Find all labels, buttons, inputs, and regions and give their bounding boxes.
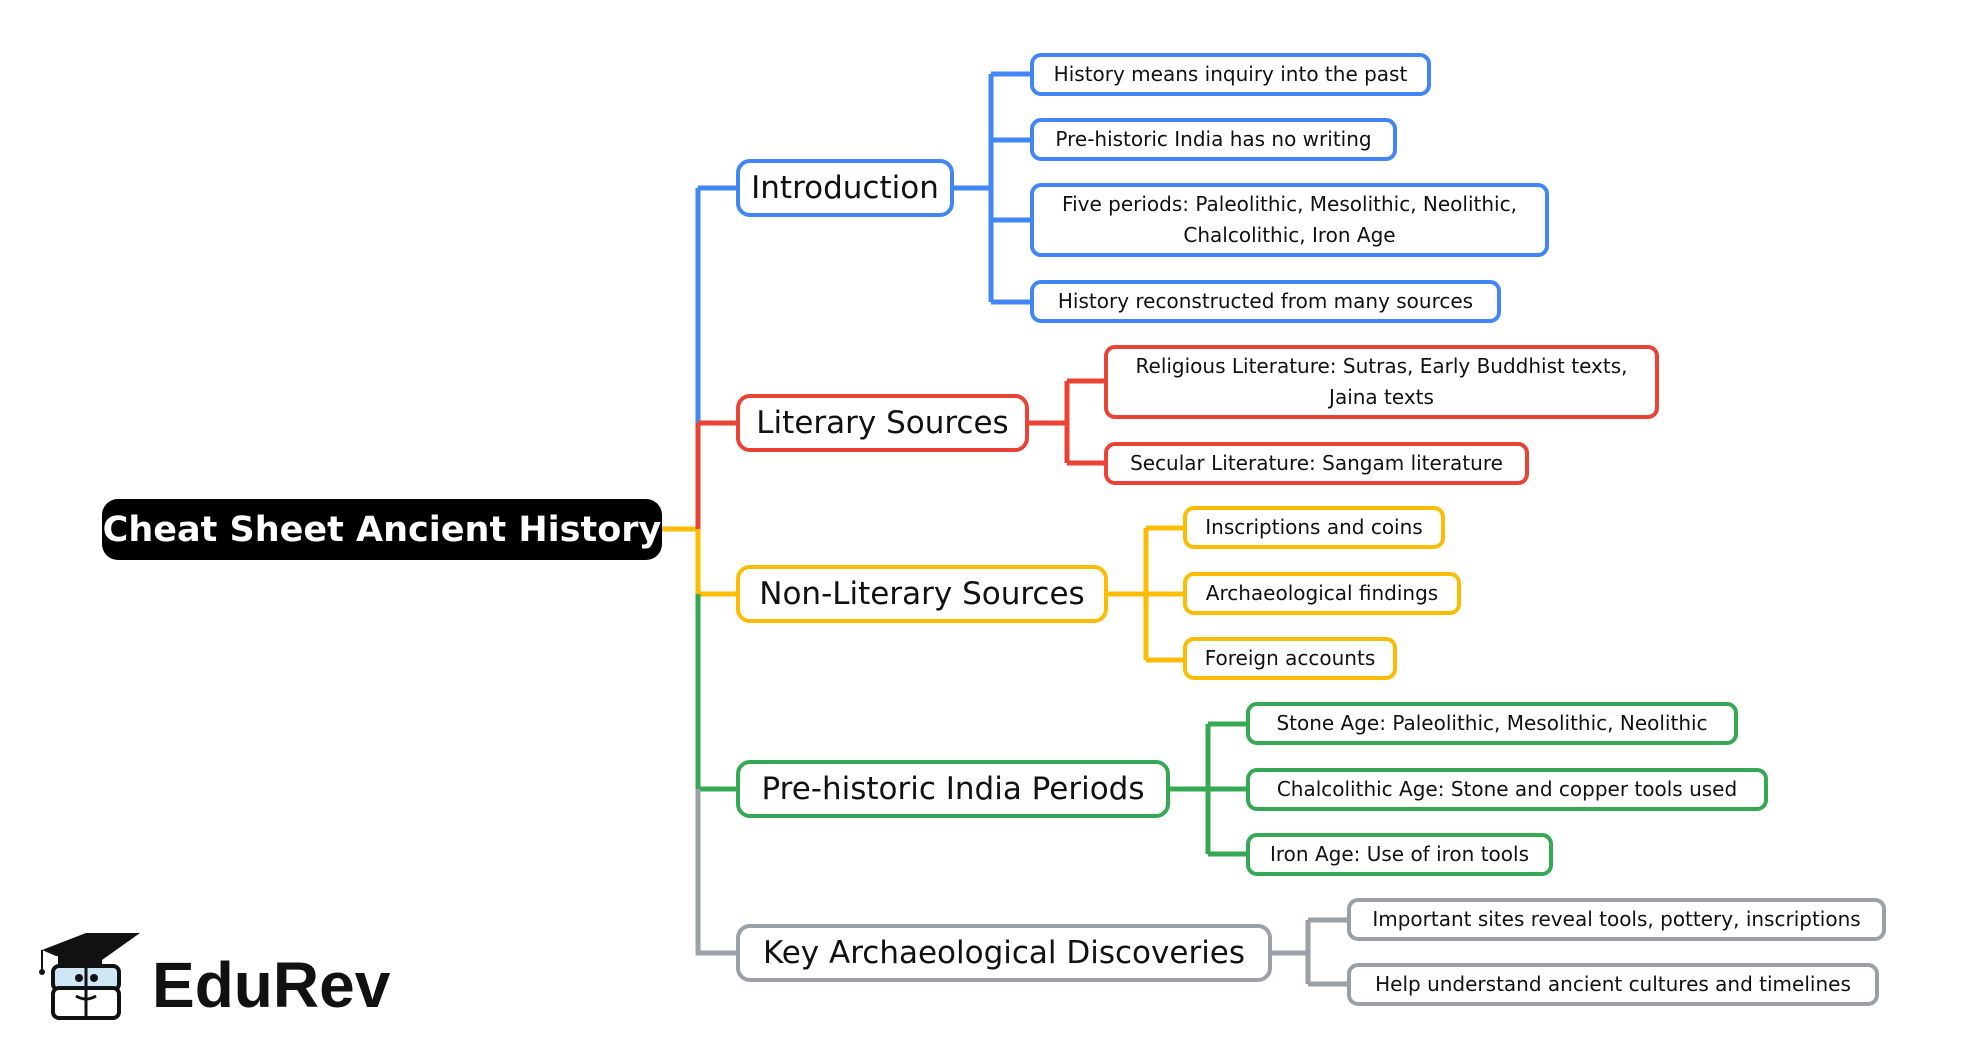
graduation-cap-mascot-icon — [39, 933, 140, 1020]
leaf-node: History means inquiry into the past — [1030, 53, 1431, 96]
leaf-node: Important sites reveal tools, pottery, i… — [1347, 898, 1886, 941]
leaf-node: Iron Age: Use of iron tools — [1246, 833, 1553, 876]
leaf-node: Five periods: Paleolithic, Mesolithic, N… — [1030, 183, 1549, 257]
leaf-node: Religious Literature: Sutras, Early Budd… — [1104, 345, 1659, 419]
branch-key-discoveries: Key Archaeological Discoveries — [736, 924, 1272, 982]
branch-prehistoric-periods: Pre-historic India Periods — [736, 760, 1170, 818]
branch-introduction: Introduction — [736, 159, 954, 217]
leaf-node: Stone Age: Paleolithic, Mesolithic, Neol… — [1246, 702, 1738, 745]
leaf-node: Secular Literature: Sangam literature — [1104, 442, 1529, 485]
leaf-node: Chalcolithic Age: Stone and copper tools… — [1246, 768, 1768, 811]
leaf-node: History reconstructed from many sources — [1030, 280, 1501, 323]
leaf-node: Archaeological findings — [1183, 572, 1461, 615]
root-node: Cheat Sheet Ancient History — [102, 499, 662, 560]
leaf-node: Foreign accounts — [1183, 637, 1397, 680]
leaf-node: Inscriptions and coins — [1183, 506, 1445, 549]
leaf-node: Pre-historic India has no writing — [1030, 118, 1397, 161]
branch-literary-sources: Literary Sources — [736, 394, 1029, 452]
edurev-logo-text: EduRev — [152, 949, 391, 1021]
leaf-node: Help understand ancient cultures and tim… — [1347, 963, 1879, 1006]
branch-non-literary-sources: Non-Literary Sources — [736, 565, 1108, 623]
